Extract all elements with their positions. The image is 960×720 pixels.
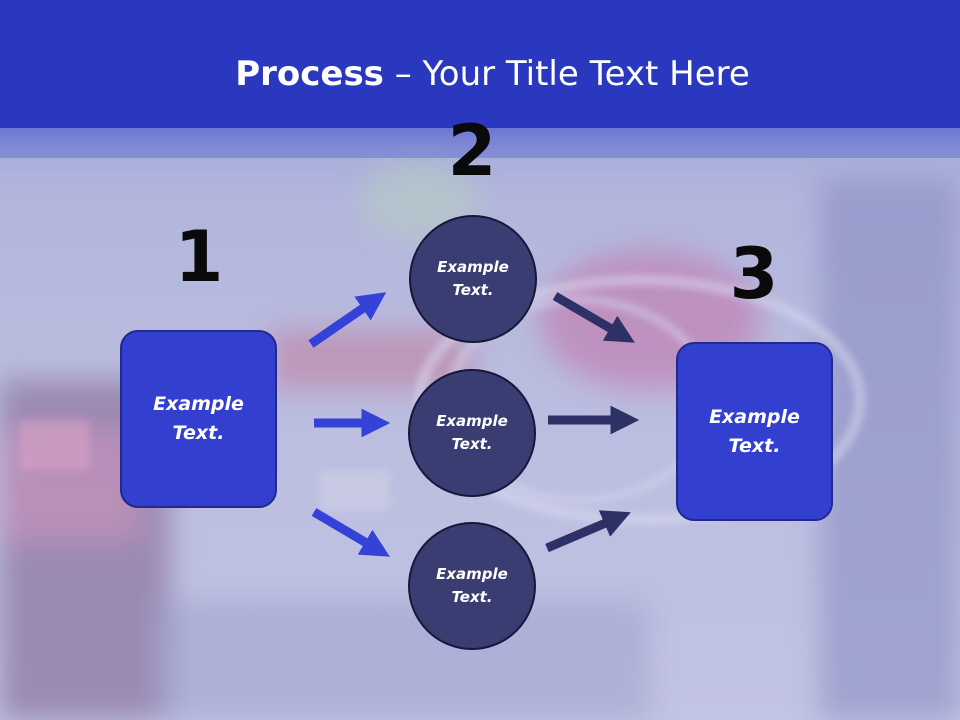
right-box-text: Example Text. <box>709 405 800 457</box>
arrow-to-circle-1 <box>308 292 387 348</box>
title-bold: Process <box>235 54 384 94</box>
circle-3-text: Example Text. <box>436 565 508 606</box>
arrow-from-circle-1 <box>552 292 635 343</box>
left-box-text: Example Text. <box>153 393 244 444</box>
process-circle-3: Example Text. <box>408 522 536 650</box>
process-circle-2: Example Text. <box>408 369 536 497</box>
step-number-1: 1 <box>174 216 224 298</box>
circle-1-text: Example Text. <box>437 258 509 299</box>
step-number-3: 3 <box>729 233 779 315</box>
step-number-2: 2 <box>447 110 497 192</box>
arrow-to-circle-3 <box>311 508 390 557</box>
title-rest: – Your Title Text Here <box>383 54 750 94</box>
right-process-box: Example Text. <box>676 342 833 521</box>
circle-2-text: Example Text. <box>436 412 508 453</box>
slide-title: Process – Your Title Text Here <box>0 52 960 96</box>
arrow-from-circle-3 <box>545 510 631 553</box>
process-circle-1: Example Text. <box>409 215 537 343</box>
left-process-box: Example Text. <box>120 330 277 508</box>
